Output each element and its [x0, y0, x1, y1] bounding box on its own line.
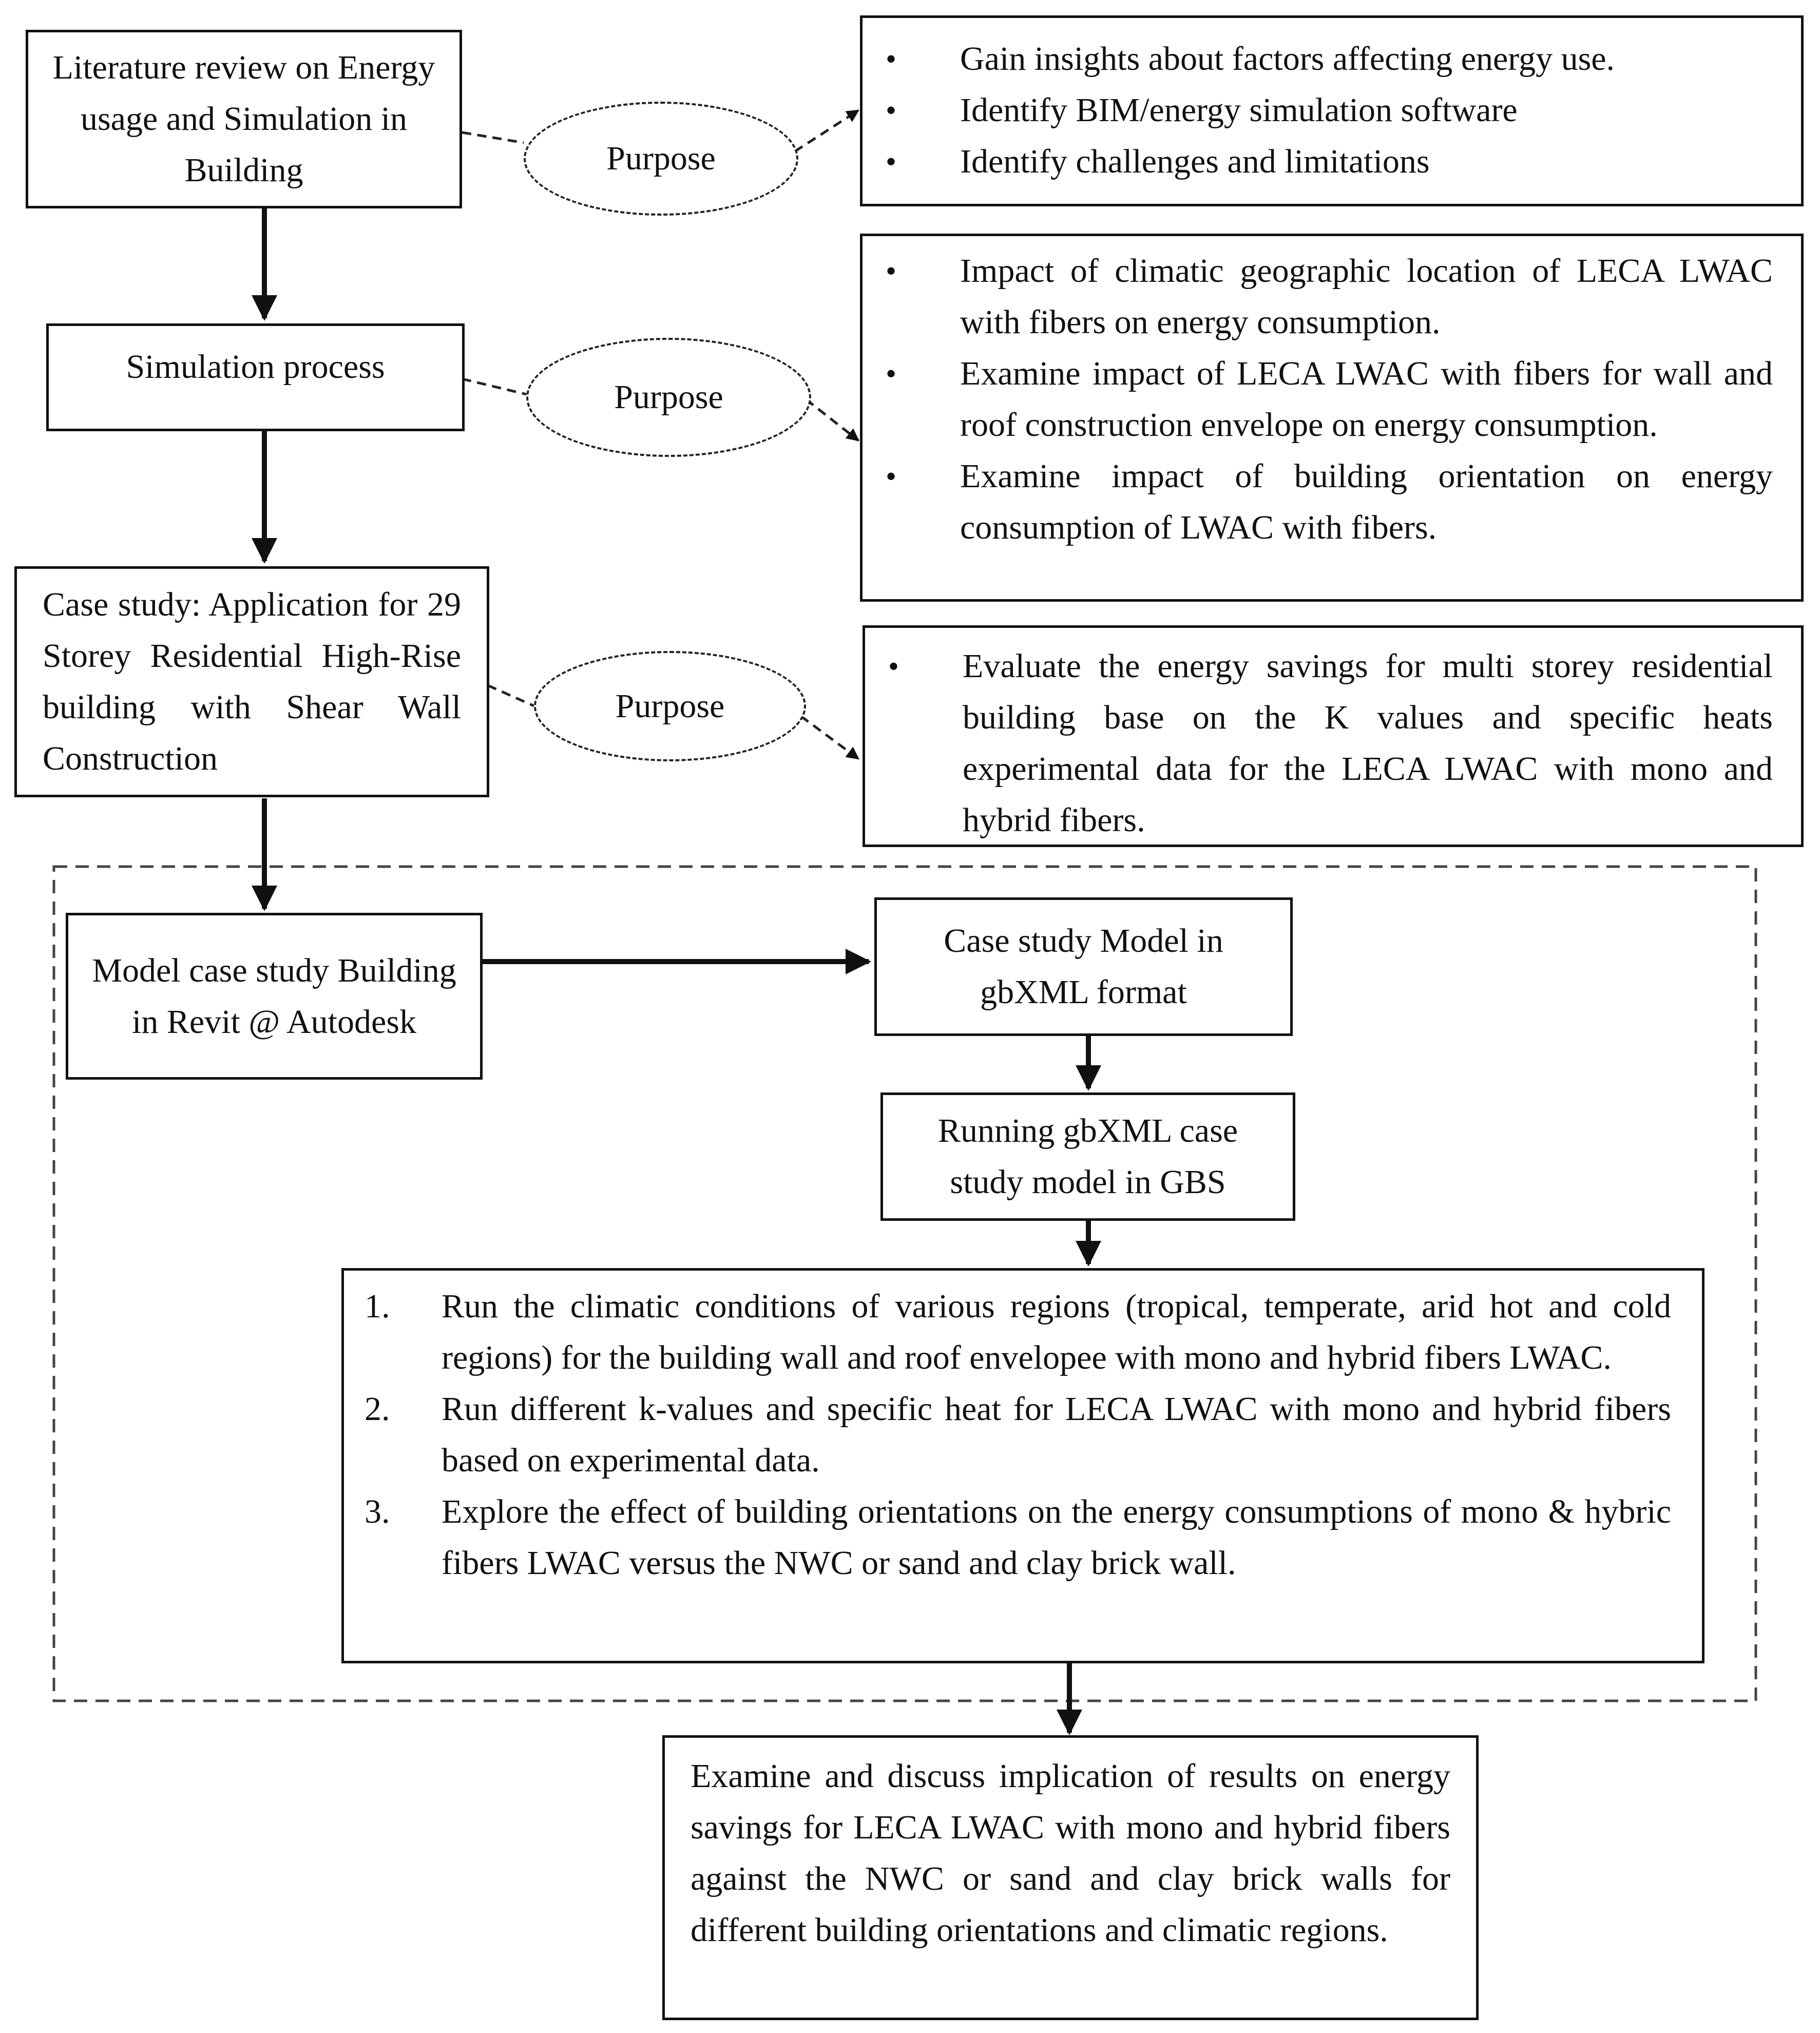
- purpose-item: Identify challenges and limitations: [863, 136, 1775, 187]
- purpose-label: Purpose: [614, 378, 723, 416]
- connector-simulation-purpose: [462, 377, 527, 396]
- gbxml-model-text: Case study Model in gbXML format: [944, 922, 1223, 1011]
- simulation-steps-box: 1. Run the climatic conditions of various…: [341, 1268, 1704, 1663]
- purpose-oval-literature: Purpose: [524, 102, 798, 216]
- purpose-item: Impact of climatic geographic location o…: [863, 245, 1773, 348]
- arrow-purpose-case-study: [800, 715, 860, 760]
- modelling-stage-frame: [52, 865, 1757, 1702]
- running-gbs-text: Running gbXML case study model in GBS: [937, 1112, 1238, 1201]
- literature-review-text: Literature review on Energy usage and Si…: [52, 49, 435, 189]
- purpose-item: Examine impact of LECA LWAC with fibers …: [863, 348, 1773, 451]
- step-number: 2.: [365, 1390, 390, 1428]
- purpose-label: Purpose: [606, 140, 716, 177]
- purpose-box-case-study: Evaluate the energy savings for multi st…: [863, 625, 1804, 847]
- purpose-oval-simulation: Purpose: [526, 338, 811, 457]
- step-number: 3.: [365, 1493, 390, 1530]
- gbxml-model-box: Case study Model in gbXML format: [874, 897, 1293, 1036]
- running-gbs-box: Running gbXML case study model in GBS: [880, 1092, 1295, 1221]
- step-item: 2. Run different k-values and specific he…: [344, 1384, 1671, 1486]
- simulation-process-box: Simulation process: [46, 323, 465, 431]
- arrow-purpose-simulation: [805, 398, 859, 442]
- model-case-study-text: Model case study Building in Revit @ Aut…: [92, 951, 456, 1041]
- connector-literature-purpose: [462, 131, 524, 144]
- purpose-item: Gain insights about factors affecting en…: [863, 33, 1775, 85]
- step-number: 1.: [365, 1288, 390, 1325]
- simulation-process-text: Simulation process: [126, 348, 385, 386]
- purpose-item: Identify BIM/energy simulation software: [863, 85, 1775, 136]
- step-item: 3. Explore the effect of building orienta…: [344, 1486, 1671, 1589]
- final-results-text: Examine and discuss implication of resul…: [691, 1757, 1450, 1949]
- purpose-box-simulation: Impact of climatic geographic location o…: [860, 234, 1804, 602]
- purpose-item: Examine impact of building orientation o…: [863, 451, 1773, 553]
- purpose-item: Evaluate the energy savings for multi st…: [865, 641, 1773, 846]
- step-item: 1. Run the climatic conditions of various…: [344, 1281, 1671, 1384]
- step-text: Run the climatic conditions of various r…: [442, 1288, 1671, 1376]
- arrow-purpose-literature: [794, 109, 860, 153]
- purpose-oval-case-study: Purpose: [534, 651, 806, 761]
- final-results-box: Examine and discuss implication of resul…: [662, 1735, 1479, 2020]
- case-study-text: Case study: Application for 29 Storey Re…: [43, 586, 461, 777]
- step-text: Run different k-values and specific heat…: [442, 1390, 1671, 1479]
- literature-review-box: Literature review on Energy usage and Si…: [26, 30, 462, 208]
- purpose-label: Purpose: [615, 687, 725, 725]
- step-text: Explore the effect of building orientati…: [442, 1493, 1671, 1582]
- connector-case-study-purpose: [487, 684, 535, 707]
- case-study-box: Case study: Application for 29 Storey Re…: [14, 566, 489, 797]
- purpose-box-literature: Gain insights about factors affecting en…: [860, 15, 1804, 206]
- model-case-study-box: Model case study Building in Revit @ Aut…: [66, 913, 483, 1080]
